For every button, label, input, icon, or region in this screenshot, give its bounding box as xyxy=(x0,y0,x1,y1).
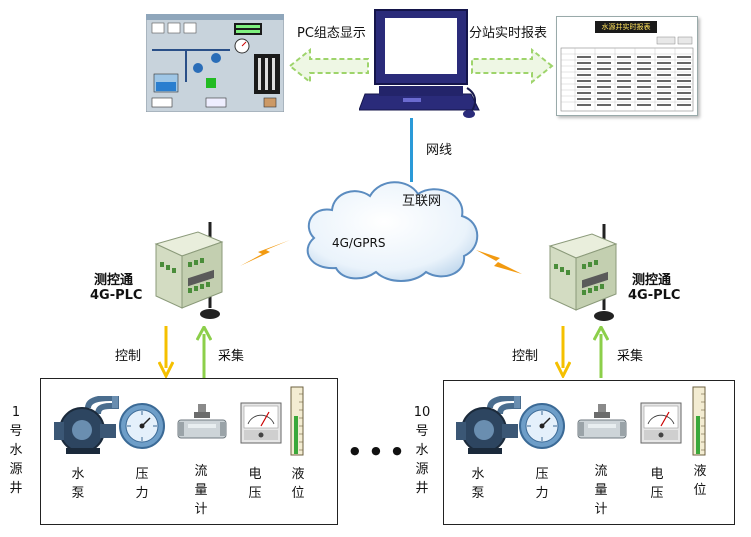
voltmeter-icon-right xyxy=(640,402,682,444)
device-label-flowmeter-right: 流量计 xyxy=(594,464,608,517)
realtime-report-thumbnail: 水源井实时报表 xyxy=(556,16,698,116)
water-pump-icon-left xyxy=(52,395,120,456)
dashed-arrow-to-substation-report xyxy=(470,46,554,86)
ellipsis-more-sites: ● ● ● xyxy=(350,444,406,457)
wireless-lightning-icon-left xyxy=(236,238,292,268)
water-pump-icon-right xyxy=(454,395,522,456)
device-label-level-left: 液位 xyxy=(291,467,305,501)
plc-name-left-line1: 测控通 xyxy=(94,273,134,288)
control-arrow-right xyxy=(554,326,572,380)
plc-device-icon-right xyxy=(546,224,626,326)
device-label-pressure-right: 压力 xyxy=(535,467,549,501)
device-label-voltage-right: 电压 xyxy=(650,467,664,501)
wireless-lightning-icon-right xyxy=(474,246,524,276)
device-label-flowmeter-left: 流量计 xyxy=(194,464,208,517)
collect-label-left: 采集 xyxy=(218,349,245,364)
device-label-pump-left: 水泵 xyxy=(71,467,85,501)
control-arrow-left xyxy=(157,326,175,380)
flow-meter-icon-right xyxy=(576,402,628,448)
plc-device-icon-left xyxy=(152,222,232,324)
pressure-gauge-icon-right xyxy=(518,402,566,450)
liquid-level-gauge-icon-left xyxy=(290,386,304,456)
scada-screen-thumbnail xyxy=(145,13,285,113)
device-label-voltage-left: 电压 xyxy=(248,467,262,501)
substation-report-label: 分站实时报表 xyxy=(469,26,548,41)
network-cable-label: 网线 xyxy=(426,143,453,158)
internet-cloud xyxy=(296,172,486,286)
collect-label-right: 采集 xyxy=(617,349,644,364)
pc-display-label: PC组态显示 xyxy=(297,26,366,41)
pc-computer-icon xyxy=(358,8,481,120)
collect-arrow-right xyxy=(592,323,610,378)
internet-label: 互联网 xyxy=(402,194,442,209)
site-id-label-right: 10号水源井 xyxy=(413,405,431,496)
device-label-level-right: 液位 xyxy=(693,464,707,498)
control-label-right: 控制 xyxy=(512,349,539,364)
pressure-gauge-icon-left xyxy=(118,402,166,450)
device-label-pump-right: 水泵 xyxy=(471,467,485,501)
collect-arrow-left xyxy=(195,323,213,378)
site-id-label-left: 1号水源井 xyxy=(9,405,23,496)
plc-name-right-line1: 测控通 xyxy=(632,273,672,288)
report-window-title: 水源井实时报表 xyxy=(601,23,651,31)
control-label-left: 控制 xyxy=(115,349,142,364)
plc-name-left-line2: 4G-PLC xyxy=(90,288,143,303)
network-cable-line xyxy=(410,118,413,182)
liquid-level-gauge-icon-right xyxy=(692,386,706,456)
dashed-arrow-to-pc-display xyxy=(288,46,370,86)
flow-meter-icon-left xyxy=(176,402,228,448)
plc-name-right-line2: 4G-PLC xyxy=(628,288,681,303)
device-label-pressure-left: 压力 xyxy=(135,467,149,501)
voltmeter-icon-left xyxy=(240,402,282,444)
network-type-label: 4G/GPRS xyxy=(332,236,386,250)
